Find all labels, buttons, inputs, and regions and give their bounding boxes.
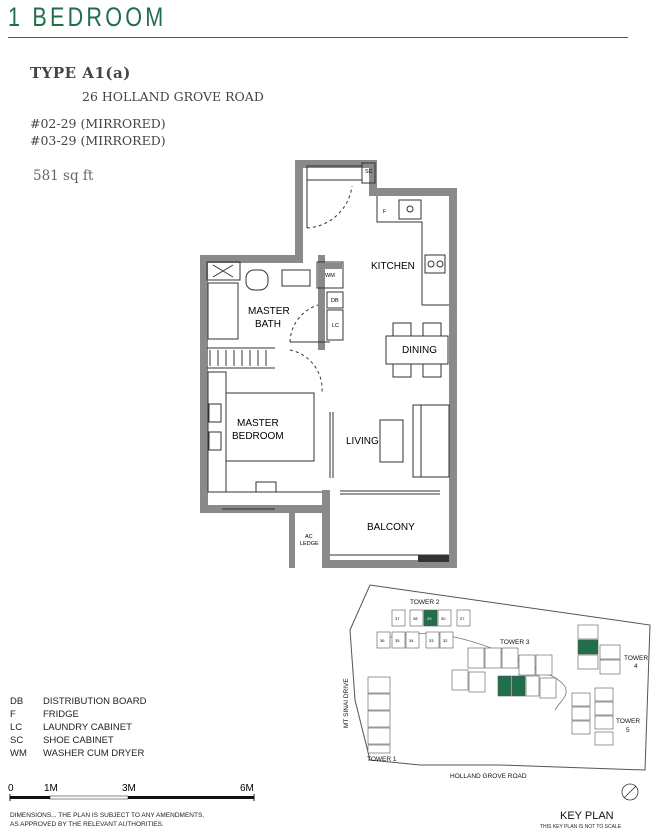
keyplan-unit: 33 bbox=[429, 638, 434, 643]
keyplan-tower-4-1: TOWER bbox=[624, 655, 648, 662]
unit-area: 581 sq ft bbox=[33, 168, 94, 184]
keyplan-tower-3: TOWER 3 bbox=[500, 639, 530, 646]
keyplan-unit: 27 bbox=[460, 616, 465, 621]
room-label-ac-ledge-2: LEDGE bbox=[300, 541, 319, 547]
room-label-master-bedroom-2: BEDROOM bbox=[232, 431, 284, 442]
scale-bar: 0 1M 3M 6M bbox=[8, 783, 255, 801]
unit-type: TYPE A1(a) bbox=[30, 64, 131, 82]
scale-tick-1m: 1M bbox=[44, 783, 58, 794]
key-plan: 37 38 29 30 27 36 35 34 33 32 TOWER 2 TO… bbox=[343, 584, 651, 801]
disclaimer-line-2: AS APPROVED BY THE RELEVANT AUTHORITIES. bbox=[10, 820, 164, 828]
room-label-master-bedroom-1: MASTER bbox=[237, 418, 279, 429]
keyplan-title: KEY PLAN bbox=[560, 810, 614, 822]
disclaimer-line-1: DIMENSIONS... THE PLAN IS SUBJECT TO ANY… bbox=[10, 812, 205, 819]
keyplan-unit: 38 bbox=[413, 616, 418, 621]
keyplan-note: THIS KEY PLAN IS NOT TO SCALE bbox=[540, 824, 622, 830]
north-arrow-icon bbox=[621, 783, 639, 801]
unit-number-2: #03-29 (MIRRORED) bbox=[30, 133, 166, 148]
keyplan-tower-5-1: TOWER bbox=[616, 718, 640, 725]
unit-number-1: #02-29 (MIRRORED) bbox=[30, 116, 166, 131]
walls bbox=[200, 160, 457, 568]
room-label-kitchen: KITCHEN bbox=[371, 261, 415, 272]
keyplan-road-sinai: MT SINAI DRIVE bbox=[343, 678, 350, 728]
fixture-db: DB bbox=[331, 298, 339, 304]
fixture-f: F bbox=[383, 209, 387, 215]
fixture-sc: SC bbox=[365, 169, 373, 175]
page-title: 1 BEDROOM bbox=[8, 2, 167, 32]
keyplan-unit: 29 bbox=[427, 616, 432, 621]
title-rule bbox=[8, 37, 628, 38]
keyplan-unit: 37 bbox=[395, 616, 400, 621]
room-label-dining: DINING bbox=[402, 345, 437, 356]
room-label-ac-ledge-1: AC bbox=[305, 534, 313, 540]
keyplan-unit: 32 bbox=[443, 638, 448, 643]
keyplan-tower-4-2: 4 bbox=[634, 663, 638, 670]
keyplan-tower-1: TOWER 1 bbox=[367, 756, 397, 763]
keyplan-tower-2: TOWER 2 bbox=[410, 599, 440, 606]
disclaimer: DIMENSIONS... THE PLAN IS SUBJECT TO ANY… bbox=[10, 812, 204, 829]
fixture-lc: LC bbox=[332, 323, 339, 329]
room-label-balcony: BALCONY bbox=[367, 522, 415, 533]
keyplan-unit: 30 bbox=[441, 616, 446, 621]
keyplan-unit: 35 bbox=[395, 638, 400, 643]
scale-tick-3m: 3M bbox=[122, 783, 136, 794]
scale-tick-6m: 6M bbox=[240, 783, 254, 794]
keyplan-unit: 36 bbox=[380, 638, 385, 643]
fixture-wm: WM bbox=[325, 273, 335, 279]
keyplan-tower-5-2: 5 bbox=[626, 727, 630, 734]
keyplan-unit: 34 bbox=[409, 638, 414, 643]
scale-tick-0: 0 bbox=[8, 783, 14, 794]
room-label-master-bath-1: MASTER bbox=[248, 306, 290, 317]
room-label-living: LIVING bbox=[346, 436, 379, 447]
room-label-master-bath-2: BATH bbox=[255, 319, 281, 330]
address: 26 HOLLAND GROVE ROAD bbox=[82, 89, 264, 104]
keyplan-road-holland: HOLLAND GROVE ROAD bbox=[450, 773, 527, 780]
